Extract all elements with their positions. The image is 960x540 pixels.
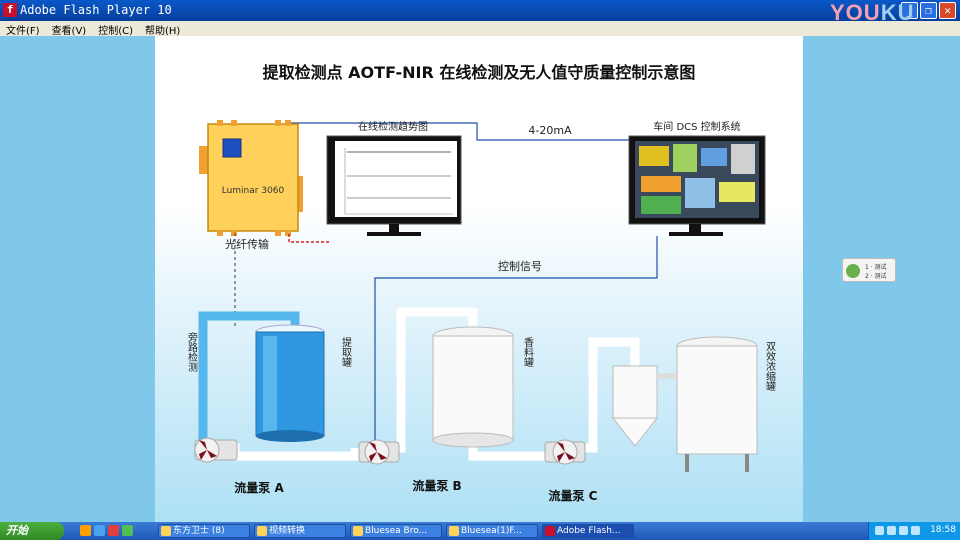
signal-label: 4-20mA (528, 124, 572, 137)
window-title: Adobe Flash Player 10 (20, 3, 172, 17)
menu-control[interactable]: 控制(C) (98, 26, 134, 37)
tank-extract-label: 提取罐 (340, 337, 352, 368)
quicklaunch-icon[interactable] (108, 525, 119, 536)
tray-icon[interactable] (875, 526, 884, 535)
tank-mix-label: 香料罐 (522, 337, 534, 368)
extraction-tank (255, 324, 325, 442)
floating-widget[interactable]: 1 · 测试 2 · 测试 (842, 258, 896, 282)
widget-icon (846, 264, 860, 278)
widget-line-1: 1 · 测试 (865, 264, 887, 271)
diagram-title: 提取检测点 AOTF-NIR 在线检测及无人值守质量控制示意图 (263, 63, 696, 82)
window-icon (353, 526, 363, 536)
clock[interactable]: 18:58 (930, 525, 956, 535)
maximize-button[interactable]: ❐ (920, 2, 937, 19)
window-icon (161, 526, 171, 536)
control-signal-line (374, 236, 658, 456)
flash-stage[interactable]: 提取检测点 AOTF-NIR 在线检测及无人值守质量控制示意图 4-20mA 控… (155, 36, 803, 522)
minimize-button[interactable]: _ (901, 2, 918, 19)
title-bar: f Adobe Flash Player 10 _ ❐ ✕ (0, 0, 960, 21)
bypass-label: 旁路检测 (186, 331, 198, 373)
taskbar: 开始 东方卫士 (8) 视频转换 Bluesea Bro... Bluesea(… (0, 522, 960, 540)
youku-watermark: YOUKU (830, 0, 915, 25)
tank-concentrate-label: 双效浓缩罐 (764, 341, 776, 392)
menu-view[interactable]: 查看(V) (51, 26, 87, 37)
quicklaunch-icon[interactable] (80, 525, 91, 536)
signal-line-4-20ma (285, 122, 635, 141)
taskbar-item[interactable]: Bluesea(1)F... (446, 524, 538, 538)
menu-bar: 文件(F) 查看(V) 控制(C) 帮助(H) (0, 21, 960, 37)
analyzer-label: Luminar 3060 (222, 186, 285, 196)
dcs-monitor (628, 135, 766, 236)
menu-file[interactable]: 文件(F) (6, 26, 40, 37)
control-signal-label: 控制信号 (498, 259, 542, 273)
flash-icon (545, 526, 555, 536)
window-icon (449, 526, 459, 536)
taskbar-item-active[interactable]: Adobe Flash... (542, 524, 634, 538)
luminar-analyzer (199, 120, 303, 236)
tray-icon[interactable] (887, 526, 896, 535)
trend-monitor (326, 135, 462, 236)
start-button[interactable]: 开始 (0, 522, 64, 540)
pump-c[interactable] (544, 439, 586, 465)
analyzer-cable (288, 234, 331, 243)
pump-c-label: 流量泵 C (549, 488, 598, 503)
process-diagram: 提取检测点 AOTF-NIR 在线检测及无人值守质量控制示意图 4-20mA 控… (186, 63, 776, 503)
flash-app-icon: f (3, 3, 17, 17)
menu-help[interactable]: 帮助(H) (145, 26, 181, 37)
taskbar-item[interactable]: Bluesea Bro... (350, 524, 442, 538)
pump-b[interactable] (358, 439, 400, 465)
pipe-c-concentrator (583, 337, 640, 453)
tray-icon[interactable] (899, 526, 908, 535)
quicklaunch-icon[interactable] (122, 525, 133, 536)
tray-icon[interactable] (911, 526, 920, 535)
trend-monitor-label: 在线检测趋势图 (358, 120, 428, 133)
flash-stage-area: 提取检测点 AOTF-NIR 在线检测及无人值守质量控制示意图 4-20mA 控… (0, 36, 960, 522)
dcs-label: 车间 DCS 控制系统 (653, 120, 740, 133)
taskbar-item[interactable]: 东方卫士 (8) (158, 524, 250, 538)
fiber-label: 光纤传输 (225, 237, 269, 251)
pump-a[interactable] (194, 437, 238, 463)
quicklaunch-icon[interactable] (94, 525, 105, 536)
close-button[interactable]: ✕ (939, 2, 956, 19)
pump-b-label: 流量泵 B (412, 478, 461, 493)
system-tray: 18:58 (868, 522, 960, 540)
widget-line-2: 2 · 测试 (865, 273, 887, 280)
pump-a-label: 流量泵 A (234, 480, 284, 495)
window-icon (257, 526, 267, 536)
concentrator-tank (611, 336, 758, 472)
mixer-tank (432, 326, 514, 448)
taskbar-item[interactable]: 视频转换 (254, 524, 346, 538)
